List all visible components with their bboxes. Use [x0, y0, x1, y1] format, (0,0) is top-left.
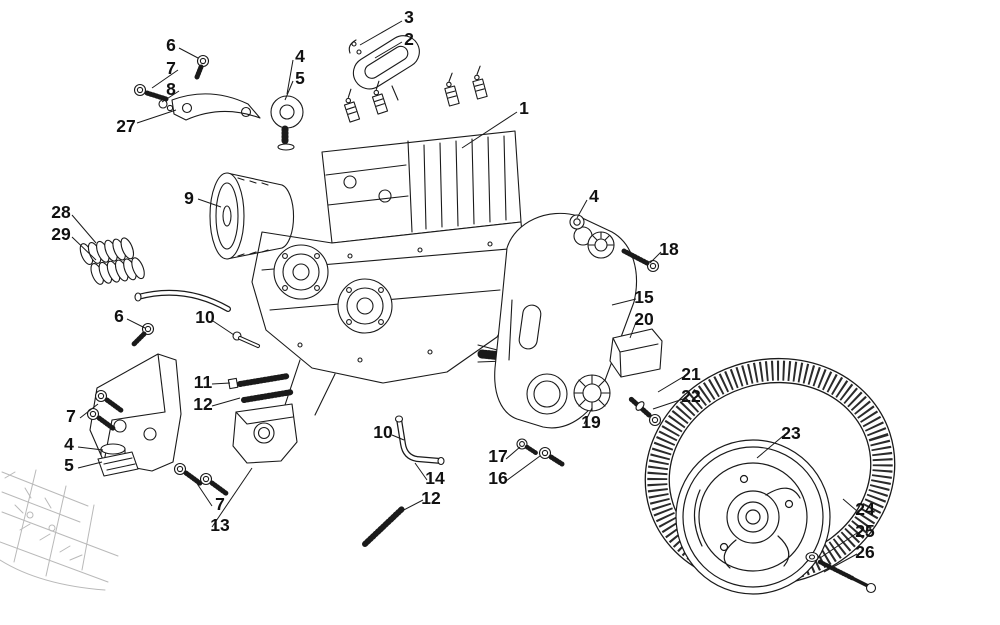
clutch-assembly [675, 439, 831, 595]
front-mount-channel [232, 403, 298, 464]
callout-label: 4 [295, 46, 305, 66]
fuel-fitting-top [232, 331, 260, 348]
bolts-16-17 [516, 438, 565, 467]
callout-label: 4 [589, 186, 599, 206]
upper-bracket [171, 93, 261, 121]
callout-label: 5 [295, 68, 305, 88]
bolt-25-26 [805, 551, 877, 594]
callout-label: 15 [634, 287, 654, 307]
callout-label: 24 [855, 499, 875, 519]
upper-torque-mount [569, 214, 615, 259]
callout-label: 21 [681, 364, 701, 384]
callout-label: 18 [659, 239, 679, 259]
callout-label: 5 [64, 455, 74, 475]
fuel-pipe-bottom [394, 415, 445, 466]
carb-flanges [273, 244, 393, 334]
callout-label: 25 [855, 521, 875, 541]
engine-assembly-art [79, 35, 663, 547]
bolt-7-top [133, 83, 169, 102]
torque-link-bracket [494, 212, 637, 429]
bolt-6-left [131, 322, 155, 347]
callout-label: 22 [681, 386, 701, 406]
cylinder-block [321, 130, 522, 244]
engine-mount-top [270, 95, 304, 151]
callout-label: 1 [519, 98, 529, 118]
bolt-18 [621, 248, 660, 273]
callout-labels: 3 2 6 4 7 5 8 1 27 9 4 28 29 18 15 6 10 … [51, 7, 875, 562]
hose [134, 289, 231, 312]
callout-label: 10 [195, 307, 215, 327]
callout-label: 19 [581, 412, 601, 432]
bracket-20 [609, 328, 663, 378]
mount-19 [573, 374, 611, 412]
studs-11-12 [227, 373, 295, 403]
callout-label: 13 [210, 515, 230, 535]
leader-lines [71, 20, 858, 573]
callout-label: 14 [425, 468, 445, 488]
mount-damper-bottom-left [97, 443, 139, 477]
callout-label: 28 [51, 202, 71, 222]
grab-handle [352, 35, 420, 90]
callout-label: 23 [781, 423, 801, 443]
callout-label: 20 [634, 309, 654, 329]
bolt-6-top [194, 54, 210, 80]
callout-label: 3 [404, 7, 414, 27]
callout-label: 17 [488, 446, 507, 466]
stud-12-bottom [362, 505, 406, 547]
callout-label: 2 [404, 29, 414, 49]
callout-label: 4 [64, 434, 74, 454]
washer-8 [158, 99, 174, 112]
callout-label: 9 [184, 188, 194, 208]
callout-label: 8 [166, 79, 176, 99]
bolts-7-left [86, 389, 125, 432]
callout-label: 27 [116, 116, 135, 136]
chassis-sketch [0, 469, 119, 591]
callout-label: 12 [421, 488, 441, 508]
bolt-21-22 [628, 396, 662, 427]
callout-label: 16 [488, 468, 508, 488]
callout-label: 7 [215, 494, 225, 514]
callout-label: 6 [114, 306, 124, 326]
callout-label: 12 [193, 394, 213, 414]
callout-label: 10 [373, 422, 393, 442]
callout-label: 6 [166, 35, 176, 55]
left-mount-bracket [89, 353, 182, 472]
callout-label: 29 [51, 224, 71, 244]
callout-label: 26 [855, 542, 875, 562]
bolts-7-bottom [173, 462, 230, 497]
callout-label: 7 [66, 406, 76, 426]
callout-label: 7 [166, 58, 176, 78]
spark-plug-towers [343, 65, 488, 123]
springs-28-29 [79, 237, 145, 285]
callout-label: 11 [194, 372, 213, 392]
recoil-housing [209, 172, 295, 260]
